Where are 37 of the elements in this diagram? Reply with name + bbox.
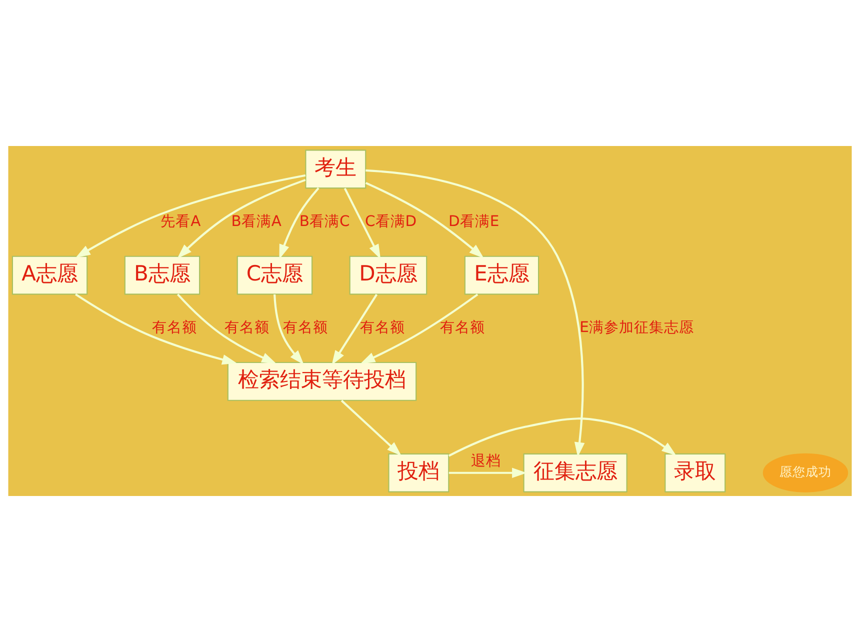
node-box: 检索结束等待投档 (227, 362, 417, 400)
node-box: 征集志愿 (523, 452, 628, 492)
arrow (177, 178, 306, 258)
edge-label: 有名额 (440, 318, 485, 336)
arrow (448, 417, 676, 456)
edge-label: E满参加征集志愿 (580, 318, 694, 336)
arrow (344, 187, 381, 259)
arrow (74, 292, 237, 364)
edge-label: D看满E (448, 212, 500, 230)
node-box: B志愿 (124, 255, 200, 294)
arrow (76, 174, 306, 258)
arrow (176, 293, 276, 364)
edge-label: C看满D (365, 212, 417, 230)
arrow (365, 181, 484, 258)
node-box: A志愿 (12, 255, 88, 294)
node-box: 投档 (388, 452, 450, 492)
arrow (366, 168, 585, 457)
arrow (340, 399, 402, 456)
arrow (360, 293, 478, 364)
edge-label: B看满C (299, 212, 350, 230)
node-box: E志愿 (464, 255, 540, 294)
node-box: D志愿 (349, 255, 428, 294)
edge-label: 先看A (160, 212, 201, 230)
node-box: 考生 (305, 149, 366, 188)
edge-label: 有名额 (360, 318, 405, 336)
edge-label: B看满A (231, 212, 282, 230)
edge-label: 有名额 (283, 318, 328, 336)
edge-label: 退档 (471, 452, 502, 470)
arrow (279, 186, 320, 259)
edge-label: 有名额 (152, 318, 197, 336)
node-box: 录取 (664, 452, 726, 492)
arrow (274, 294, 304, 364)
arrow (448, 467, 527, 478)
edge-label: 有名额 (224, 318, 270, 336)
arrow (332, 293, 378, 365)
node-box: C志愿 (236, 255, 313, 294)
node-ellipse: 愿您成功 (762, 452, 848, 492)
